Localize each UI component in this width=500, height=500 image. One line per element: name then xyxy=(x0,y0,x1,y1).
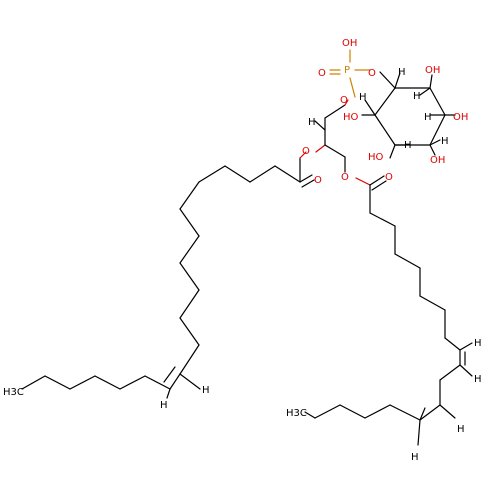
atom-labels: P OH O O O HO HO OH OH OH H H H H H H H … xyxy=(3,38,482,463)
ring-hydrogen-label-2: H xyxy=(413,91,421,102)
ring-hydrogen-label-4: H xyxy=(441,136,449,147)
ring-hydrogen-label-6: H xyxy=(359,92,367,103)
right-alkene-hydrogen-label-1: H xyxy=(474,338,482,349)
right-alkene-hydrogen-label-2: H xyxy=(474,374,482,385)
left-terminal-methyl-label: H3C xyxy=(3,387,24,398)
bond-lines xyxy=(21,49,473,446)
left-ester-oxygen-label: O xyxy=(302,146,310,157)
phosphate-double-o-label: O xyxy=(318,68,326,79)
ring-hydrogen-label-3: H xyxy=(424,112,432,123)
right-carbonyl-oxygen-label: O xyxy=(385,172,393,183)
phosphate-ring-o-label: O xyxy=(368,68,376,79)
glycerol-hydrogen-label: H xyxy=(308,117,316,128)
ring-hydrogen-label-1: H xyxy=(398,67,406,78)
ring-hydroxyl-label-4: OH xyxy=(453,112,468,123)
right-terminal-methyl-label: H3C xyxy=(286,408,307,419)
ring-hydrogen-label-5: H xyxy=(404,140,412,151)
phosphorus-atom-label: P xyxy=(344,65,350,76)
left-carbonyl-oxygen-label: O xyxy=(314,175,322,186)
phosphate-glycerol-o-label: O xyxy=(340,95,348,106)
left-alkene-hydrogen-label-1: H xyxy=(202,385,210,396)
ring-hydroxyl-label-2: HO xyxy=(368,152,384,163)
left-alkene-hydrogen-label-2: H xyxy=(160,400,168,411)
right-ester-oxygen-label: O xyxy=(341,172,349,183)
ring-hydroxyl-label-3: OH xyxy=(425,65,440,76)
ring-hydroxyl-label-1: HO xyxy=(343,112,359,123)
phosphate-oh-label: OH xyxy=(342,38,357,49)
right-alkene-hydrogen-label-4: H xyxy=(411,452,419,463)
right-alkene-hydrogen-label-3: H xyxy=(457,424,465,435)
ring-hydroxyl-label-5: OH xyxy=(430,155,445,166)
